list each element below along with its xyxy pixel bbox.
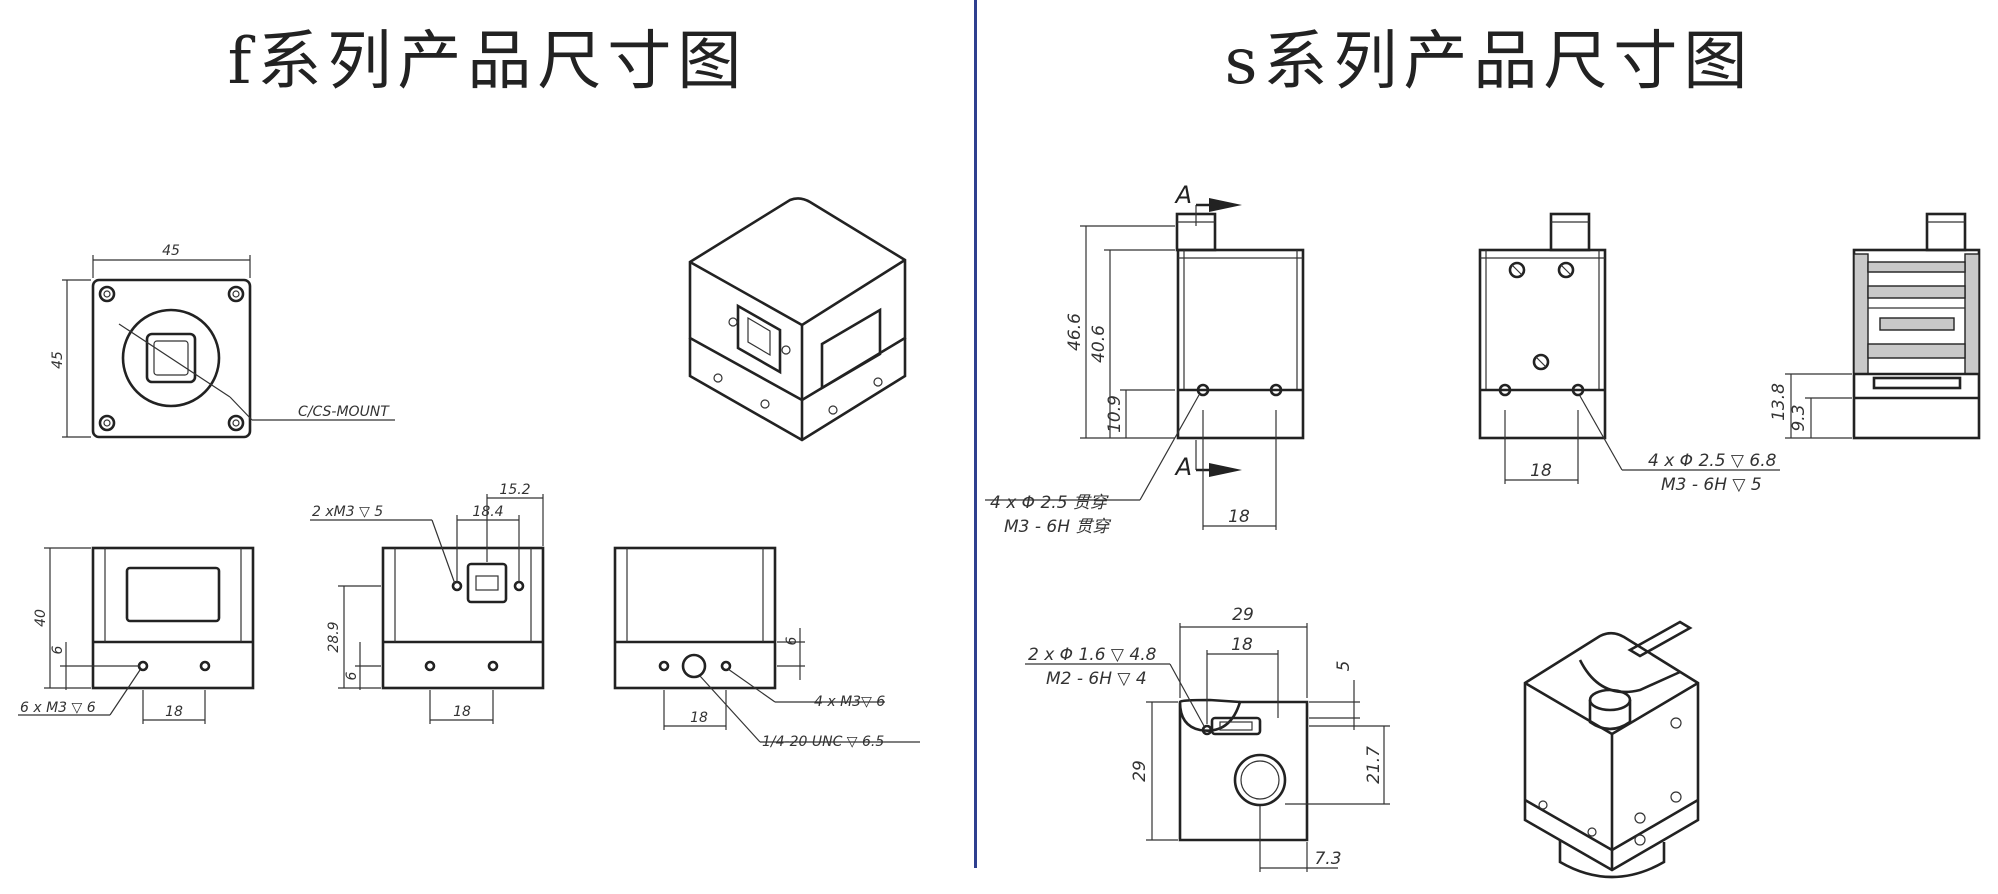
f-iso-view (688, 197, 907, 442)
dim-usb-18: 18 (453, 704, 471, 720)
label-screw-6: 6 x M3 ▽ 6 (20, 700, 96, 716)
dim-h-40-6: 40.6 (1089, 325, 1109, 363)
dim-side-7-3: 7.3 (1314, 849, 1341, 869)
dim-sec-13-8: 13.8 (1769, 383, 1789, 421)
dim-usb-18-4: 18.4 (472, 504, 503, 520)
dim-top-29: 29 (1232, 605, 1254, 625)
f-front-view (62, 255, 395, 439)
dim-side-29: 29 (1130, 760, 1150, 782)
dim-front-height: 45 (50, 351, 66, 369)
label-top-spec-2: M2 - 6H ▽ 4 (1046, 669, 1147, 689)
label-back-spec-1: 4 x Φ 2.5 ▽ 6.8 (1648, 451, 1777, 471)
label-usb-screw: 2 xM3 ▽ 5 (312, 504, 383, 520)
dim-side-21-7: 21.7 (1364, 746, 1384, 784)
f-series-panel: f系列产品尺寸图 45 45 C/CS-MOUNT (0, 0, 975, 894)
dim-usb-6: 6 (344, 671, 360, 680)
s-series-drawing: A A 46.6 40.6 10.9 4 x Φ 2.5 贯穿 M3 - 6H … (985, 181, 1981, 879)
dim-usb-28-9: 28.9 (326, 621, 342, 652)
dim-h-10-9: 10.9 (1105, 395, 1125, 433)
f-side-view-1 (18, 546, 255, 724)
f-side-view-2 (310, 494, 545, 724)
s-series-panel: s系列产品尺寸图 (980, 0, 1998, 894)
dim-back-18-s: 18 (1530, 461, 1552, 481)
dim-usb-15-2: 15.2 (499, 482, 530, 498)
section-mark-bottom: A (1174, 453, 1192, 481)
label-mount: C/CS-MOUNT (298, 404, 390, 420)
f-side-view-3 (613, 546, 920, 743)
dim-base-6: 6 (50, 645, 66, 654)
dim-sec-9-3: 9.3 (1789, 404, 1809, 431)
dim-back-6: 6 (784, 636, 800, 645)
label-hole-spec-1: 4 x Φ 2.5 贯穿 (990, 493, 1109, 513)
panel-divider (974, 0, 977, 868)
label-back-spec-2: M3 - 6H ▽ 5 (1661, 475, 1762, 495)
dim-top-5: 5 (1334, 661, 1354, 672)
label-back-screw: 4 x M3▽ 6 (814, 694, 885, 710)
dim-height-40: 40 (33, 609, 49, 627)
label-top-spec-1: 2 x Φ 1.6 ▽ 4.8 (1028, 645, 1157, 665)
s-back-view (1478, 212, 1780, 484)
dim-back-18: 18 (690, 710, 708, 726)
label-hole-spec-2: M3 - 6H 贯穿 (1004, 517, 1111, 537)
s-front-view (985, 198, 1305, 530)
s-section-view (1785, 212, 1981, 440)
s-iso-view (1523, 620, 1700, 879)
dim-pitch-18: 18 (165, 704, 183, 720)
dim-front-width: 45 (162, 243, 180, 259)
section-mark-top: A (1174, 181, 1192, 209)
s-top-view (1025, 623, 1390, 872)
dim-h-46-6: 46.6 (1065, 313, 1085, 351)
dim-pitch-18-s: 18 (1228, 507, 1250, 527)
s-series-title: s系列产品尺寸图 (1224, 25, 1754, 99)
f-series-drawing: 45 45 C/CS-MOUNT (18, 197, 920, 750)
dim-top-18: 18 (1231, 635, 1253, 655)
label-tripod: 1/4-20 UNC ▽ 6.5 (762, 734, 884, 750)
f-series-title: f系列产品尺寸图 (227, 25, 748, 99)
